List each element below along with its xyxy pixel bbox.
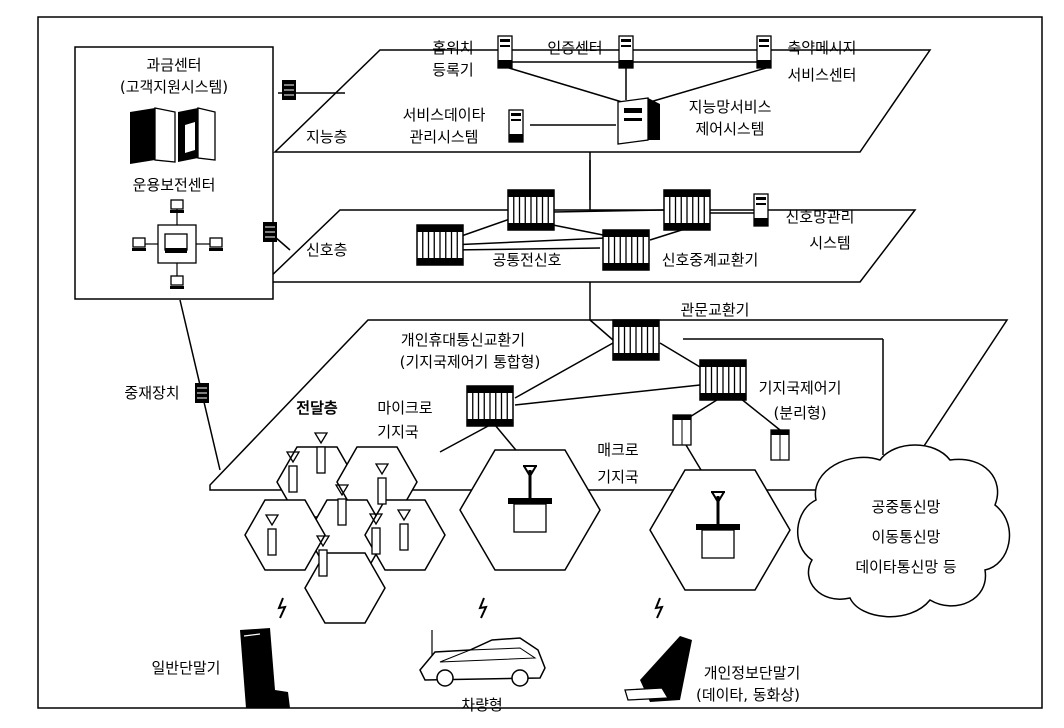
pda-label-line1: 개인정보단말기	[704, 664, 801, 682]
pcs-switch-label-line2: (기지국제어기 통합형)	[400, 353, 541, 371]
cloud-label-line3: 데이타통신망 등	[855, 558, 957, 576]
scp-label-line1: 지능망서비스	[689, 98, 772, 116]
stp-switch-icon	[602, 229, 650, 271]
handset-icon	[240, 628, 290, 708]
vehicle-radio-link-icon	[479, 597, 487, 619]
cloud-label-line1: 공중통신망	[871, 498, 940, 516]
macro-bts-label-line1: 매크로	[597, 441, 639, 459]
gateway-switch-icon	[612, 319, 660, 361]
vehicle-icon	[419, 630, 546, 687]
macro-bts-label-line2: 기지국	[597, 468, 639, 486]
ops-mediation-unit	[262, 221, 278, 243]
hlr-label-line1: 홈위치	[432, 39, 473, 57]
operation-network-icon	[131, 199, 224, 290]
hlr-server-icon	[497, 35, 513, 69]
billing-server-icon	[130, 107, 216, 164]
pda-radio-link-icon	[655, 597, 663, 619]
operation-center-label: 운용보전센터	[133, 176, 216, 194]
sdms-label-line2: 관리시스템	[409, 128, 478, 146]
auth-center-label: 인증센터	[547, 39, 602, 57]
gateway-label: 관문교환기	[680, 301, 749, 319]
stp-label: 신호중계교환기	[662, 251, 759, 269]
common-channel-label: 공통전신호	[492, 251, 561, 269]
micro-bts-label-line1: 마이크로	[377, 399, 432, 417]
transport-layer-label: 전달층	[296, 399, 338, 417]
bsc-rack-icon	[699, 359, 747, 401]
pcs-switch-label-line1: 개인휴대통신교환기	[401, 331, 525, 349]
auth-server-icon	[618, 35, 634, 69]
handset-label: 일반단말기	[151, 659, 220, 677]
signaling-switch-center	[507, 189, 555, 231]
signaling-layer-label: 신호층	[306, 241, 347, 259]
handset-radio-link-icon	[278, 597, 286, 619]
signaling-switch-left	[416, 224, 464, 266]
snms-label-line1: 신호망관리	[785, 208, 854, 226]
billing-center-subtitle: (고객지원시스템)	[120, 78, 228, 96]
scp-server-icon	[617, 97, 660, 145]
pda-icon	[624, 636, 692, 702]
billing-center-title: 과금센터	[146, 56, 201, 74]
pda-label-line2: (데이타, 동화상)	[696, 686, 800, 704]
bsc-unit-left	[672, 414, 692, 446]
mediation-device-icon	[194, 382, 210, 404]
intelligent-layer-label: 지능층	[306, 128, 347, 146]
billing-operations-box	[74, 46, 274, 300]
external-network-cloud	[797, 444, 1011, 618]
sms-label-line2: 서비스센터	[787, 66, 856, 84]
sdms-server-icon	[508, 109, 524, 143]
cloud-label-line2: 이동통신망	[871, 528, 940, 546]
bsc-label-line1: 기지국제어기	[759, 379, 842, 397]
billing-mediation-unit	[281, 79, 297, 101]
micro-bts-label-line2: 기지국	[377, 423, 419, 441]
vehicle-label: 차량형	[461, 696, 502, 714]
snms-server-icon	[753, 193, 769, 227]
pcs-switch-icon	[466, 385, 514, 427]
scp-label-line2: 제어시스템	[695, 120, 764, 138]
signaling-switch-right	[663, 189, 711, 231]
outer-frame	[37, 16, 1043, 709]
hlr-label-line2: 등록기	[432, 61, 473, 79]
bsc-unit-right	[770, 429, 790, 461]
snms-label-line2: 시스템	[809, 234, 850, 252]
sdms-label-line1: 서비스데이타	[403, 106, 486, 124]
sms-label-line1: 축약메시지	[787, 39, 856, 57]
bsc-label-line2: (분리형)	[773, 404, 826, 422]
sms-server-icon	[756, 35, 772, 69]
intelligent-layer-plane	[273, 49, 932, 153]
signaling-layer-plane	[263, 209, 917, 283]
mediation-device-label: 중재장치	[124, 384, 179, 402]
